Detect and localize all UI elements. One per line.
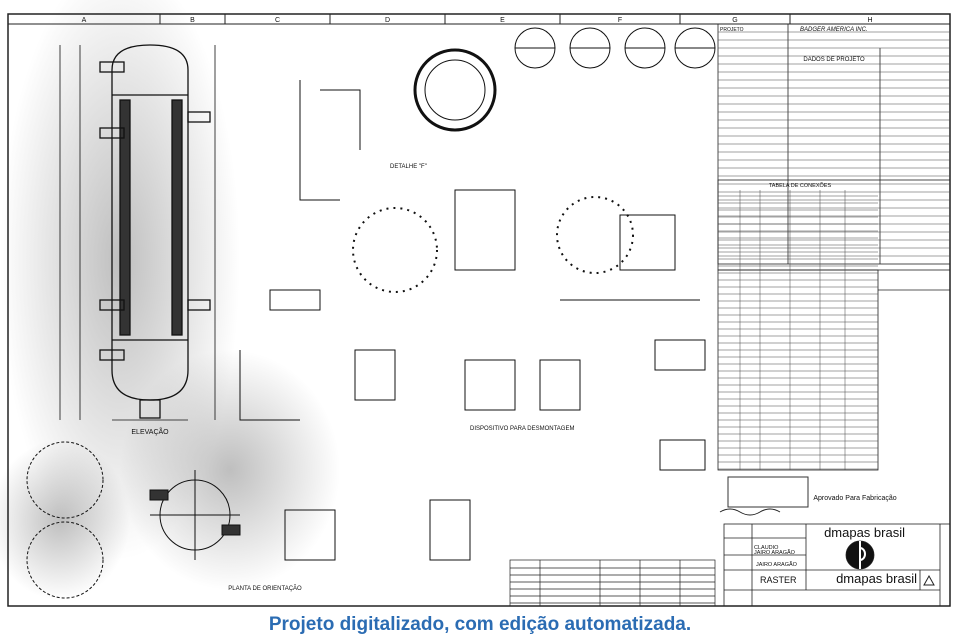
elevation-label: ELEVAÇÃO <box>131 427 169 436</box>
sheet-border <box>7 13 951 607</box>
project-value: BADGER AMERICA INC. <box>800 27 868 33</box>
approval-stamp <box>719 476 809 516</box>
column-letter: E <box>500 17 505 24</box>
client-name: dmapas brasil <box>824 525 905 540</box>
column-headers: A B C D E F G H <box>82 14 951 24</box>
scan-shadow <box>120 350 340 590</box>
approved-by: JAIRO ARAGÃO <box>756 561 798 568</box>
project-label: PROJETO <box>720 27 744 33</box>
dismantling-label: DISPOSITIVO PARA DESMONTAGEM <box>470 426 574 432</box>
bottom-title-block <box>723 523 951 607</box>
column-letter: A <box>82 17 87 24</box>
engineering-drawing: A B C D E F G H ELEVAÇÃO PLANTA DE ORIENTAÇÃO <box>0 0 951 607</box>
revision-table <box>509 559 716 607</box>
orientation-plan-label: PLANTA DE ORIENTAÇÃO <box>228 585 302 592</box>
connections-table-heading: TABELA DE CONEXÕES <box>769 182 832 189</box>
drawing-details <box>239 80 706 561</box>
column-letter: C <box>275 17 280 24</box>
design-data-heading: DADOS DE PROJETO <box>803 57 865 63</box>
column-letter: H <box>867 17 872 24</box>
drawing-number: dmapas brasil <box>836 571 917 586</box>
checked-by: JAIRO ARAGÃO <box>754 549 796 556</box>
flange-details <box>352 27 716 293</box>
orientation-plan <box>26 441 241 599</box>
column-letter: G <box>732 17 737 24</box>
drawing-canvas: A B C D E F G H ELEVAÇÃO PLANTA DE ORIENTAÇÃO <box>0 0 951 607</box>
scale-value: RASTER <box>760 575 797 585</box>
drawn-by: CLAUDIO <box>754 545 779 551</box>
detail-f-label: DETALHE "F" <box>390 164 427 170</box>
vessel-elevation <box>59 44 216 421</box>
scan-shadow <box>0 440 130 600</box>
column-letter: D <box>385 17 390 24</box>
column-letter: B <box>190 17 195 24</box>
column-letter: F <box>618 17 622 24</box>
caption: Projeto digitalizado, com edição automat… <box>268 614 692 635</box>
approved-stamp-text: Aprovado Para Fabricação <box>813 495 896 502</box>
title-block-rows <box>718 31 950 470</box>
revision-triangle-icon <box>923 574 935 586</box>
